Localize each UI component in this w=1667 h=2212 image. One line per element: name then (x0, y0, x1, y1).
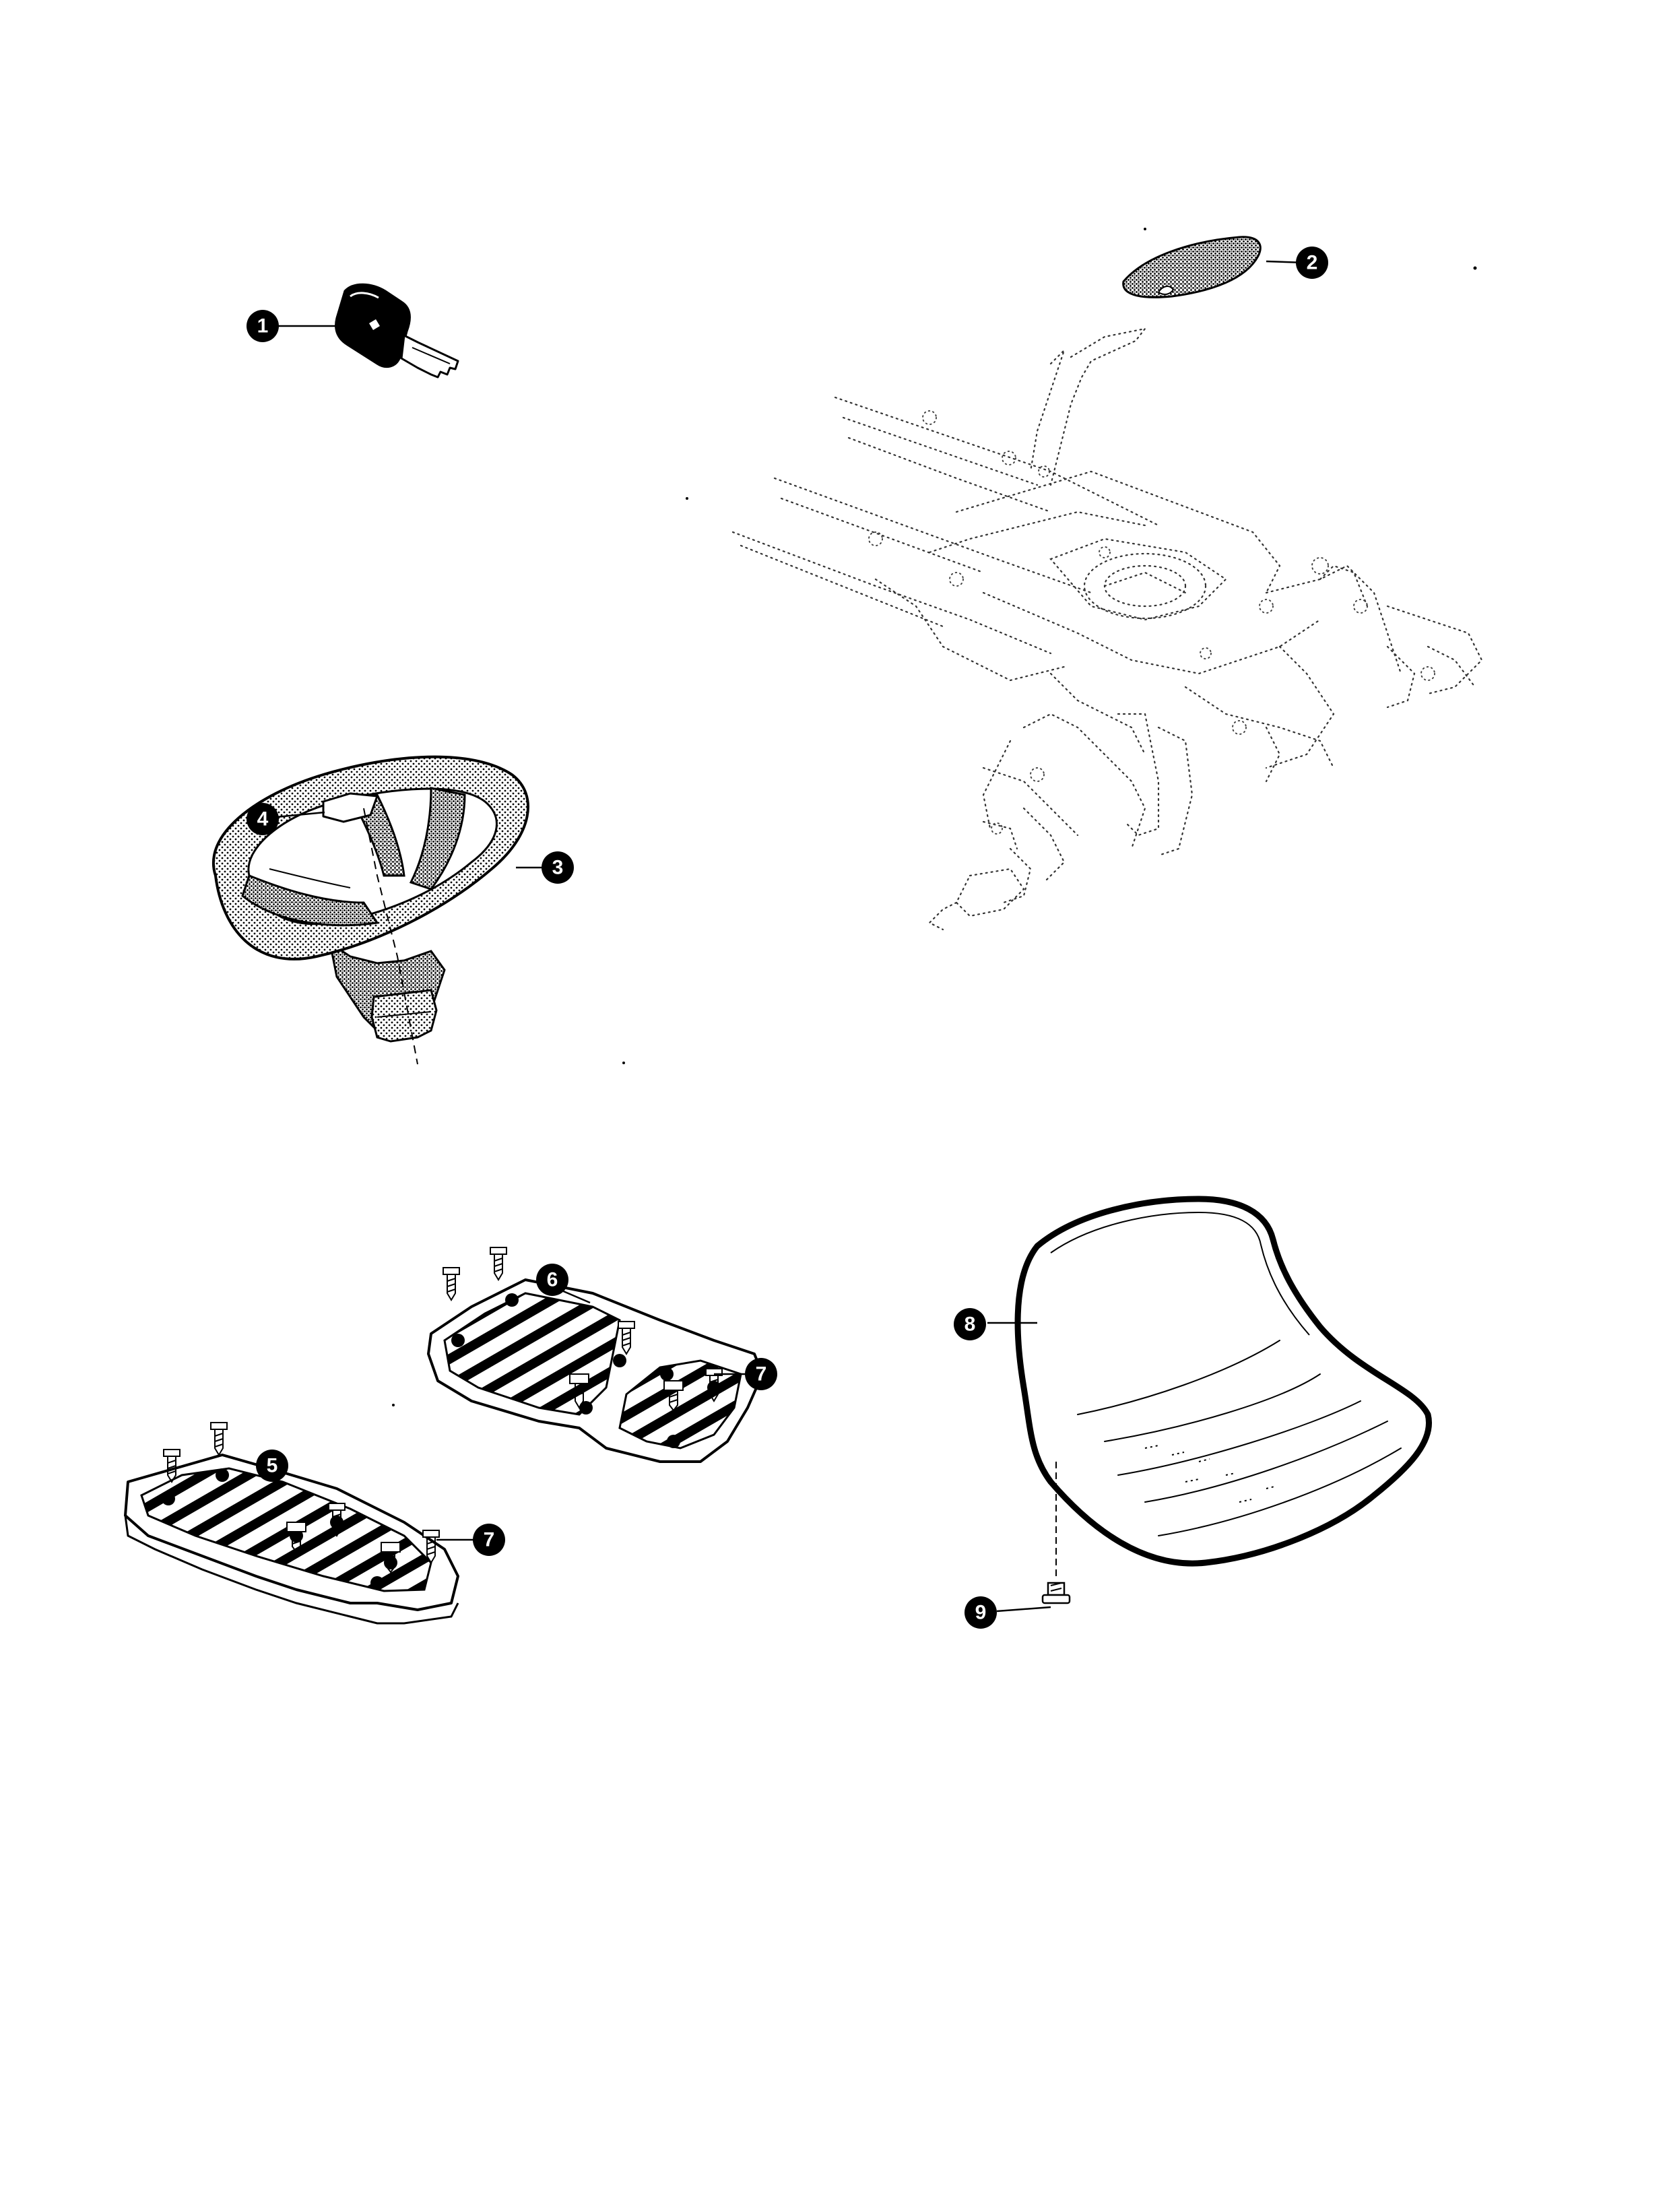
callout-4: 4 (247, 803, 279, 835)
screws-drawing (163, 1247, 723, 1573)
ignition-key-drawing (335, 283, 459, 379)
callout-label: 8 (965, 1313, 976, 1336)
callout-8: 8 (954, 1308, 986, 1340)
callout-label: 1 (257, 315, 269, 337)
callout-label: 6 (547, 1269, 558, 1291)
pedal-pad-drawing (1122, 236, 1262, 298)
callout-2: 2 (1296, 247, 1328, 279)
callout-1: 1 (247, 310, 279, 342)
callout-6: 6 (536, 1264, 568, 1296)
callout-label: 7 (484, 1529, 495, 1551)
chassis-frame-drawing (731, 327, 1483, 931)
callout-5: 5 (256, 1450, 288, 1482)
steering-wheel-drawing (211, 755, 529, 1065)
callout-3: 3 (542, 851, 574, 884)
callout-9: 9 (965, 1596, 997, 1629)
callout-label: 7 (756, 1363, 767, 1386)
scan-specks (392, 228, 1477, 1406)
callout-label: 5 (267, 1455, 278, 1477)
callout-label: 2 (1307, 252, 1318, 274)
callout-label: 3 (552, 857, 564, 879)
callout-7-lower: 7 (473, 1524, 505, 1556)
callout-7-upper: 7 (745, 1358, 777, 1390)
callout-label: 4 (257, 808, 269, 831)
callout-label: 9 (975, 1602, 987, 1624)
seat-bolt-drawing (1041, 1462, 1071, 1604)
seat-drawing (1014, 1196, 1432, 1567)
